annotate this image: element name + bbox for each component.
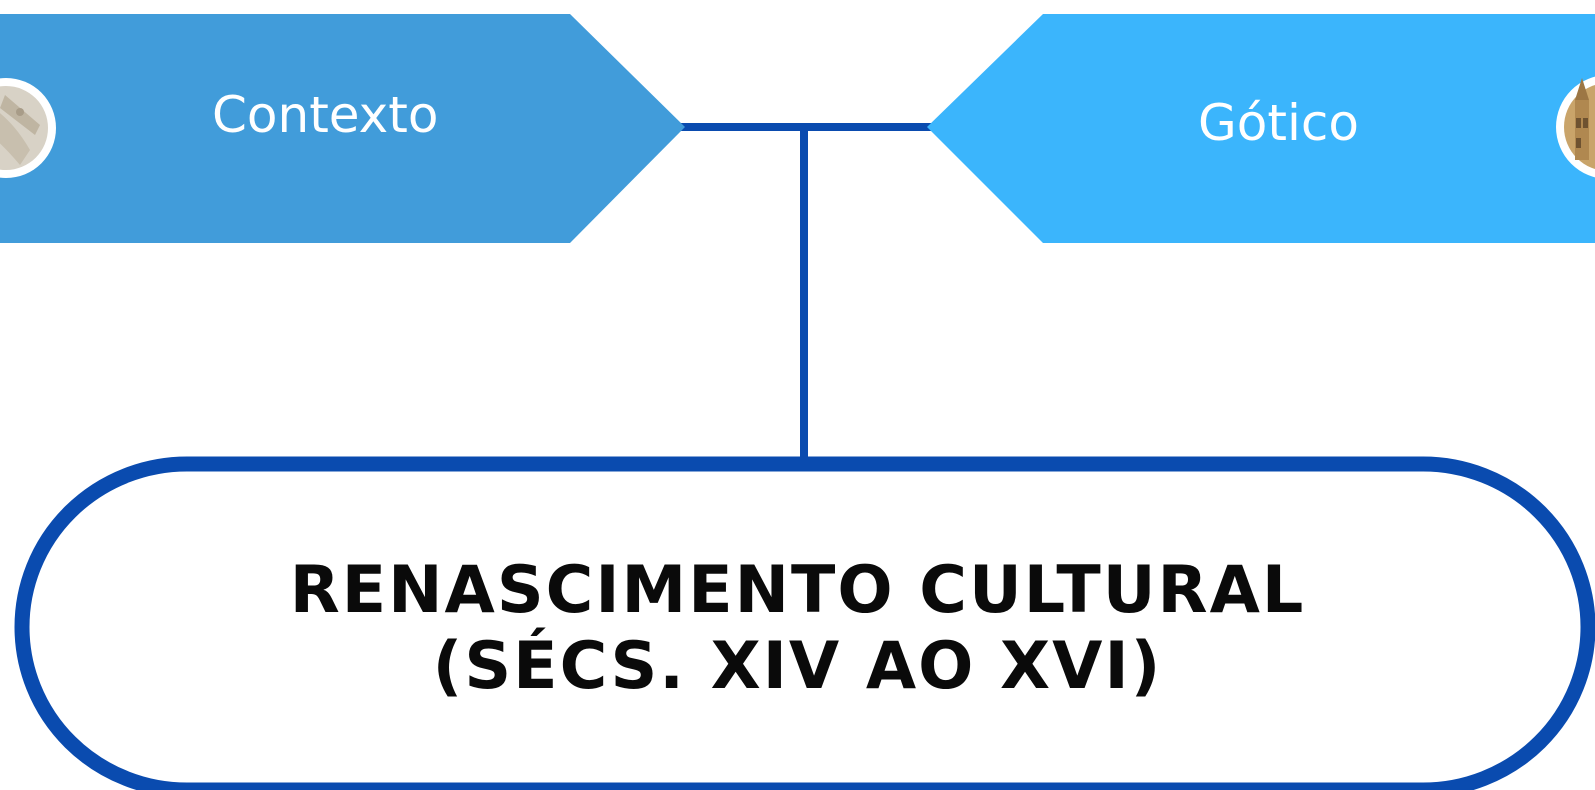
main-node-title-line-1: RENASCIMENTO CULTURAL: [289, 553, 1306, 628]
right-banner-label: Gótico: [1198, 94, 1359, 152]
left-banner-shape: [0, 14, 685, 243]
main-node-title: RENASCIMENTO CULTURAL (SÉCS. XIV AO XVI): [60, 553, 1535, 705]
right-banner-avatar: [1556, 76, 1595, 178]
right-banner[interactable]: [927, 14, 1595, 243]
left-banner[interactable]: [0, 14, 685, 243]
right-banner-shape: [927, 14, 1595, 243]
main-node-title-line-2: (SÉCS. XIV AO XVI): [432, 629, 1163, 704]
main-node-border: [14, 456, 1595, 790]
left-banner-label: Contexto: [212, 86, 439, 144]
connector-lines: [670, 123, 935, 460]
left-banner-avatar: [0, 78, 56, 178]
